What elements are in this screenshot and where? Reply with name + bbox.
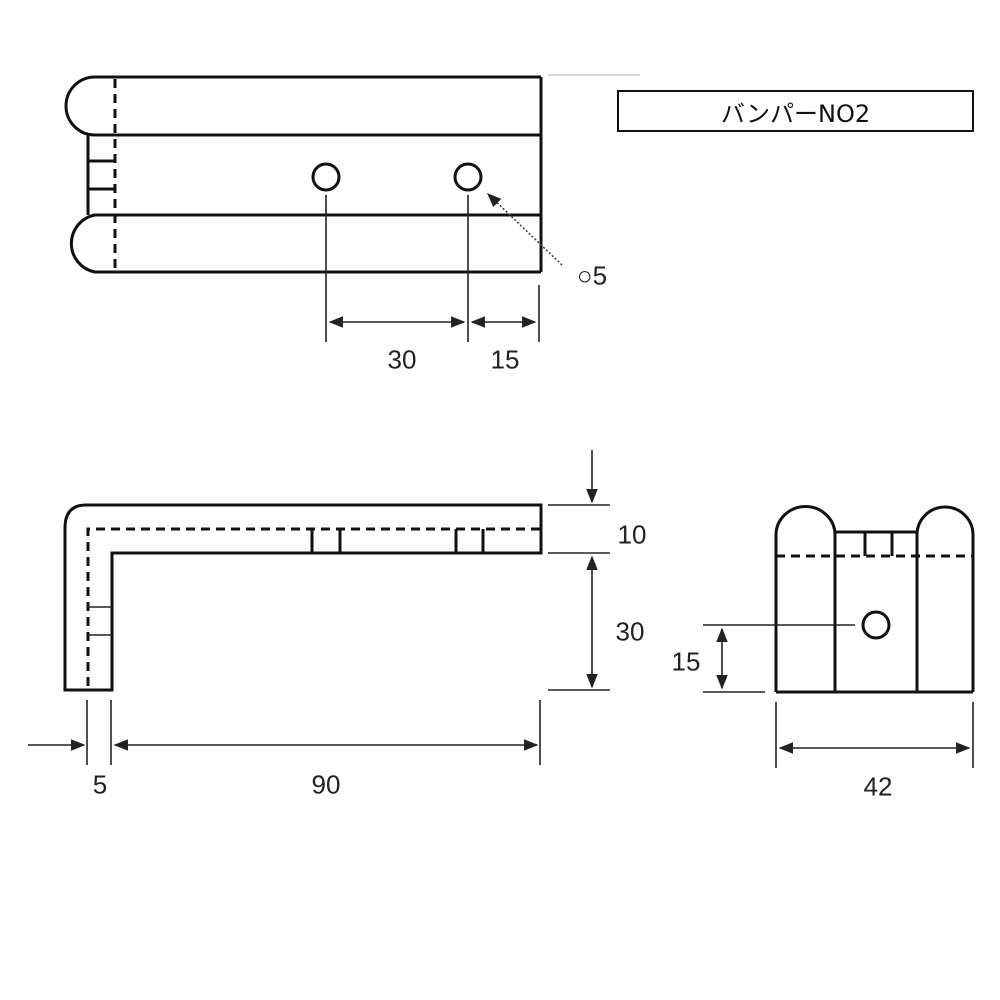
dim-label-width: 42 bbox=[863, 771, 893, 802]
dim-label-height: 30 bbox=[615, 616, 645, 647]
drawing-title: バンパーNO2 bbox=[720, 99, 871, 128]
hole-1 bbox=[311, 162, 341, 192]
dim-label-length: 90 bbox=[311, 769, 341, 800]
side-outline bbox=[63, 503, 543, 692]
hole-diameter-label: ○5 bbox=[576, 260, 608, 291]
hole-leader-arrow bbox=[486, 193, 563, 266]
front-view bbox=[703, 505, 975, 768]
dim-label-thickness: 10 bbox=[617, 519, 647, 550]
dim-label-hole-height: 15 bbox=[671, 646, 701, 677]
title-box: バンパーNO2 bbox=[617, 90, 974, 132]
front-right-rail bbox=[915, 505, 975, 692]
front-hole bbox=[861, 610, 891, 640]
side-view bbox=[28, 450, 610, 765]
front-left-rail bbox=[774, 505, 837, 692]
dim-label-hole-to-end: 15 bbox=[490, 344, 520, 375]
top-view bbox=[64, 75, 563, 342]
dim-label-wall: 5 bbox=[92, 769, 108, 800]
top-rail-lower bbox=[69, 213, 541, 274]
top-rail-upper bbox=[64, 75, 541, 137]
dim-label-hole-spacing: 30 bbox=[387, 344, 417, 375]
hole-2 bbox=[453, 162, 483, 192]
side-hidden-line bbox=[86, 527, 540, 690]
